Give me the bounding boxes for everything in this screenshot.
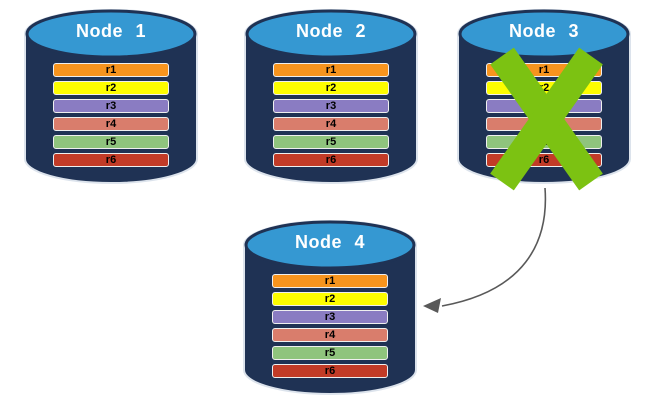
replica-row: r5 (53, 135, 169, 149)
replica-row: r6 (53, 153, 169, 167)
replica-row: r3 (273, 99, 389, 113)
replica-row: r4 (273, 117, 389, 131)
replica-row: r4 (53, 117, 169, 131)
node-2: Node 2 r1 r2 r3 r4 r5 r6 (242, 8, 420, 186)
failure-x-icon (490, 47, 603, 191)
replica-row: r1 (273, 63, 389, 77)
replica-row: r2 (273, 81, 389, 95)
replica-row: r5 (272, 346, 388, 360)
node-1-title: Node 1 (75, 21, 146, 41)
node-2-title: Node 2 (295, 21, 366, 41)
node-3: Node 3 r1 r2 r3 r4 r5 r6 (455, 8, 633, 191)
replica-list: r1 r2 r3 r4 r5 r6 (273, 63, 389, 171)
replica-row: r6 (273, 153, 389, 167)
replica-row: r5 (273, 135, 389, 149)
replica-row: r1 (272, 274, 388, 288)
replica-row: r4 (272, 328, 388, 342)
node-1: Node 1 r1 r2 r3 r4 r5 r6 (22, 8, 200, 186)
replica-row: r6 (272, 364, 388, 378)
node-3-title: Node 3 (508, 21, 579, 41)
node-4-title: Node 4 (294, 232, 365, 252)
replica-list: r1 r2 r3 r4 r5 r6 (272, 274, 388, 382)
replica-row: r3 (53, 99, 169, 113)
node-4: Node 4 r1 r2 r3 r4 r5 r6 (241, 219, 419, 397)
replica-row: r3 (272, 310, 388, 324)
replica-row: r2 (272, 292, 388, 306)
replica-row: r1 (53, 63, 169, 77)
replica-row: r2 (53, 81, 169, 95)
replica-list: r1 r2 r3 r4 r5 r6 (53, 63, 169, 171)
